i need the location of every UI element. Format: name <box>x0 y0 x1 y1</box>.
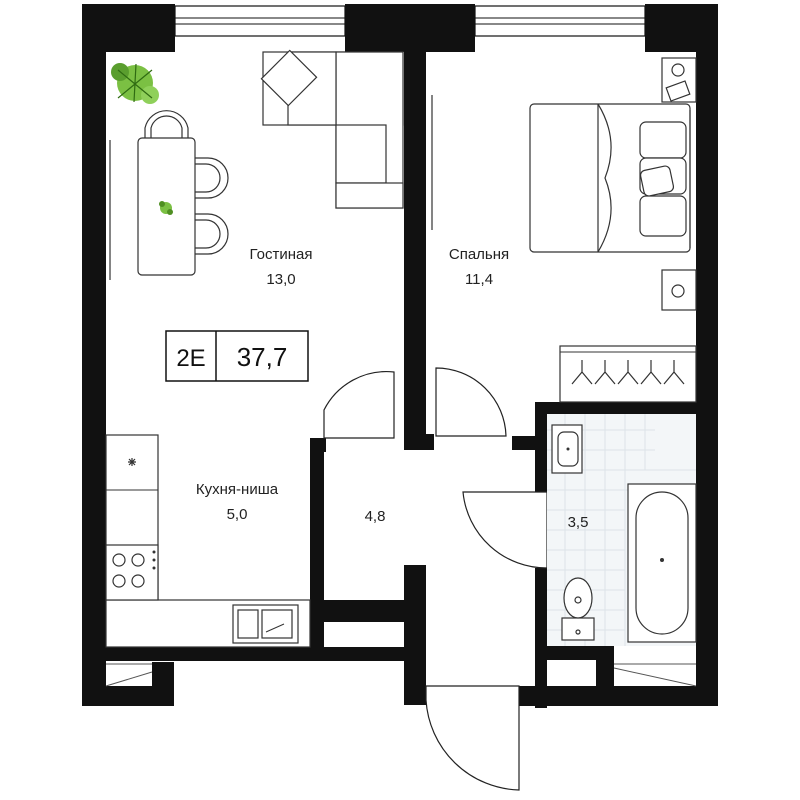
door-bathroom <box>462 491 548 569</box>
apartment-type-code: 2Е <box>176 345 205 372</box>
sofa <box>260 49 404 209</box>
room-label-living: Гостиная 13,0 <box>250 246 313 288</box>
chair-right-2 <box>195 213 229 255</box>
window-living <box>174 5 346 37</box>
toilet <box>561 577 595 641</box>
kitchen-sink <box>232 604 299 644</box>
room-area-living: 13,0 <box>266 271 295 288</box>
nightstand-bottom <box>661 269 697 311</box>
bathroom-sink <box>551 424 583 474</box>
room-label-kitchen: Кухня-ниша 5,0 <box>196 481 279 523</box>
chair-top <box>144 110 189 138</box>
plant-icon <box>111 63 159 104</box>
door-bedroom <box>435 367 507 437</box>
bed <box>529 103 691 253</box>
room-area-bedroom: 11,4 <box>465 271 493 288</box>
room-area-kitchen: 5,0 <box>227 506 248 523</box>
room-area-hall: 4,8 <box>365 508 386 525</box>
chair-right-1 <box>195 157 229 199</box>
wardrobe <box>559 345 697 403</box>
window-bedroom <box>474 5 646 37</box>
room-label-hall: 4,8 <box>365 508 386 525</box>
walls <box>82 4 718 708</box>
room-name-living: Гостиная <box>250 246 313 263</box>
apartment-badge: 2Е 37,7 <box>165 330 309 382</box>
door-storage-left <box>105 663 153 687</box>
door-storage-right <box>613 663 697 687</box>
door-living <box>323 371 395 439</box>
nightstand-top <box>661 57 697 103</box>
dining-table <box>137 137 196 276</box>
room-label-bedroom: Спальня 11,4 <box>449 246 509 288</box>
room-label-bathroom: 3,5 <box>568 514 589 531</box>
room-area-bathroom: 3,5 <box>568 514 589 531</box>
bathtub <box>627 483 697 643</box>
apartment-total-area: 37,7 <box>237 342 288 372</box>
stove <box>105 544 159 601</box>
room-name-bedroom: Спальня <box>449 246 509 263</box>
room-name-kitchen: Кухня-ниша <box>196 481 279 498</box>
door-entrance <box>425 685 520 791</box>
